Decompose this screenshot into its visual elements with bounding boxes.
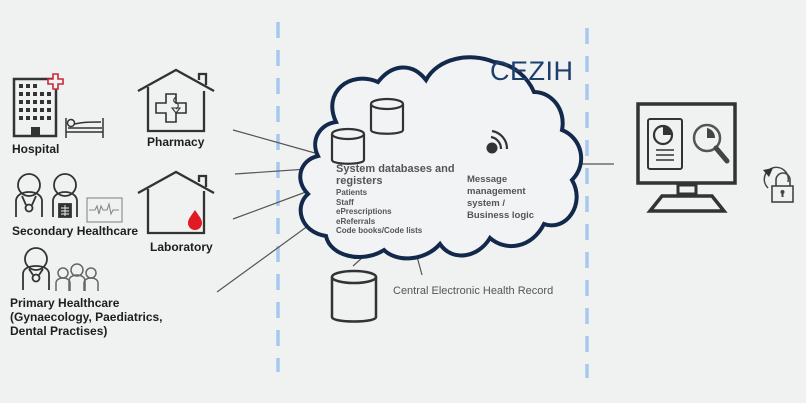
database-icon [330,269,378,323]
laboratory-icon [137,170,215,235]
system-databases-block: System databases and registers Patients … [336,163,455,236]
primary-line: Dental Practises) [10,324,108,338]
register-item: Patients [336,188,368,197]
connector-pharmacy [232,129,323,156]
secondary-healthcare-label: Secondary Healthcare [12,224,139,238]
message-line: management [467,186,526,197]
register-item: eReferrals [336,216,376,226]
database-icon [369,97,405,135]
blood-drop-icon [188,210,202,230]
hospital-bed-icon [65,118,104,138]
message-system-label: Message management system / Business log… [467,174,534,222]
hospital-label: Hospital [12,142,60,156]
system-databases-title: registers [336,175,383,187]
doctor-icon [22,247,50,290]
hospital-icon [12,73,64,138]
database-icon [330,127,366,165]
register-item: Staff [336,197,354,207]
doctor-icon [15,173,43,217]
pharmacy-label: Pharmacy [147,135,205,149]
laboratory-label: Laboratory [150,240,213,254]
message-line: system / [467,198,506,209]
diagram-title: CEZIH [490,56,574,86]
family-icon [55,263,99,291]
register-item: Code books/Code lists [336,226,423,235]
primary-line: (Gynaecology, Paediatrics, [10,310,163,324]
message-line: Message [467,174,508,185]
ecg-monitor-icon [86,197,123,223]
register-list: Patients Staff ePrescriptions eReferrals… [336,188,455,236]
register-item: ePrescriptions [336,207,392,216]
pharmacy-icon [137,68,215,133]
red-cross-icon [47,73,64,90]
primary-healthcare-label: Primary Healthcare (Gynaecology, Paediat… [10,296,163,338]
signal-icon [486,129,509,154]
system-databases-title: System databases and [336,163,455,175]
message-line: Business logic [467,210,535,221]
cehr-label: Central Electronic Health Record [393,285,554,297]
xray-patient-icon [52,173,78,218]
monitor-analytics-icon [636,102,737,213]
primary-line: Primary Healthcare [10,296,120,310]
lock-refresh-icon [763,166,794,203]
